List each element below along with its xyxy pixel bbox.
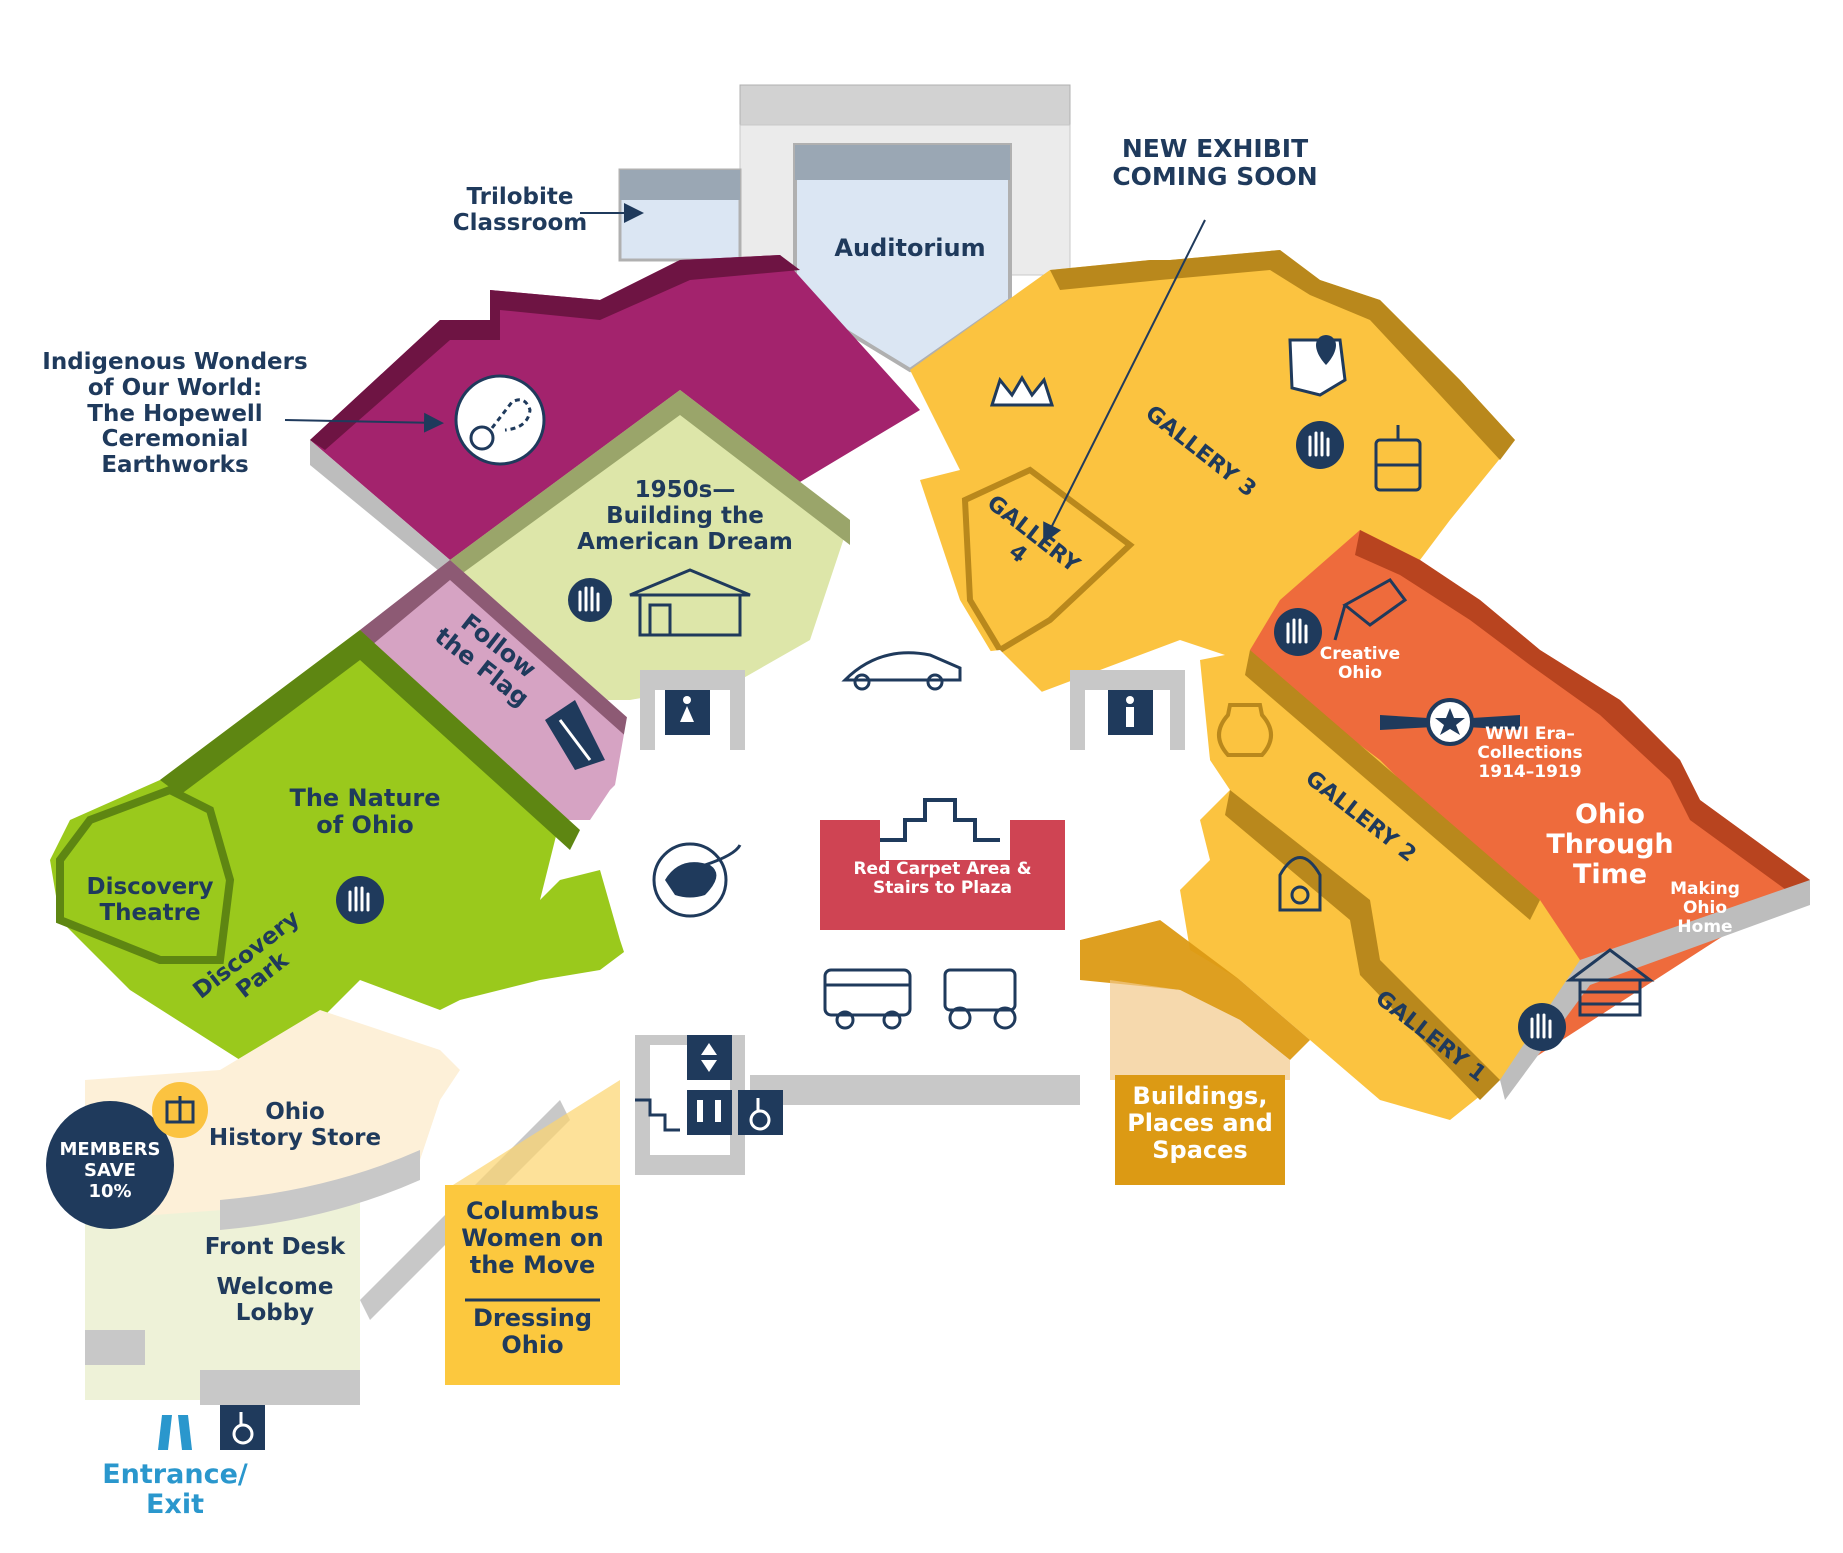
trilobite-callout: Trilobite Classroom [452,184,588,236]
discovery-theatre-label: Discovery Theatre [86,874,214,926]
new-exhibit-arrow [1043,219,1206,544]
auditorium-label: Auditorium [834,234,986,262]
hands-on-icon [336,876,384,924]
restrooms-icon [687,1090,732,1135]
red-carpet-area[interactable] [820,785,1065,930]
history-store-label: Ohio History Store [208,1099,382,1151]
indigenous-callout: Indigenous Wonders of Our World: The Hop… [42,349,308,478]
columbus-women-label: Columbus Women on the Move [461,1197,604,1279]
indigenous-arrow [284,412,444,433]
entrance-arrows-icon[interactable] [158,1415,192,1450]
elevator-icon [687,1035,732,1080]
creative-ohio-label: Creative Ohio [1319,644,1401,684]
accessible-icon [220,1405,265,1450]
trolley-icon [1374,425,1422,492]
members-badge: MEMBERS SAVE 10% [46,1082,208,1229]
hands-on-icon [1296,421,1344,469]
accessible-icon [738,1090,783,1135]
horse-carriage-icon [943,968,1017,1030]
buildings-places-area[interactable] [1080,920,1310,1080]
artist-hand-icon [1333,578,1408,641]
log-cabin-icon [1565,948,1655,1017]
fifties-label: 1950s— Building the American Dream [577,477,793,555]
store-lobby-area[interactable] [85,1010,570,1405]
discovery-theatre-room[interactable] [56,785,235,964]
wwi-wings-star-icon [1380,698,1520,746]
mastodon-icon [652,842,742,918]
ohio-through-time-label: Ohio Through Time [1546,799,1674,891]
follow-the-flag-room[interactable] [360,560,630,820]
new-exhibit-callout: NEW EXHIBIT COMING SOON [1112,134,1318,191]
buildings-places-box[interactable] [1115,1075,1285,1185]
stairs-icon [635,1098,680,1132]
buildings-places-label: Buildings, Places and Spaces [1127,1082,1273,1164]
vintage-car-icon [841,651,962,691]
restroom-women-icon [665,690,710,735]
fifties-gallery[interactable] [450,390,850,700]
welcome-lobby-label: Welcome Lobby [216,1274,334,1326]
entrance-exit-label[interactable]: Entrance/ Exit [102,1459,248,1521]
nature-of-ohio-label: The Nature of Ohio [289,784,441,839]
members-badge-line3: 10% [88,1181,131,1202]
hands-on-icon [1274,608,1322,656]
restroom-men-icon [1108,690,1153,735]
members-badge-line2: SAVE [84,1160,136,1181]
gallery-1-2-area[interactable] [1180,650,1810,1120]
nature-of-ohio-room[interactable] [50,630,640,1060]
making-ohio-home-label: Making Ohio Home [1670,879,1740,938]
members-badge-line1: MEMBERS [60,1139,161,1160]
gallery-4-room[interactable] [961,466,1135,655]
dressing-ohio-label: Dressing Ohio [472,1304,593,1359]
front-desk-label: Front Desk [204,1234,346,1260]
ranch-house-icon [629,568,751,637]
columbus-women-area[interactable] [445,1080,620,1385]
back-structure [618,84,1071,373]
pottery-icon [1217,703,1273,757]
flag-folding-icon [545,700,605,770]
crown-icon [989,375,1055,407]
ohio-map-pin-icon [1288,335,1347,397]
hands-on-icon [568,578,612,622]
bus-icon [823,968,912,1030]
hands-on-icon [1518,1003,1566,1051]
red-carpet-label: Red Carpet Area & Stairs to Plaza [853,859,1032,899]
clock-tower-icon [1278,856,1322,912]
wwi-label: WWI Era– Collections 1914–1919 [1477,724,1583,783]
